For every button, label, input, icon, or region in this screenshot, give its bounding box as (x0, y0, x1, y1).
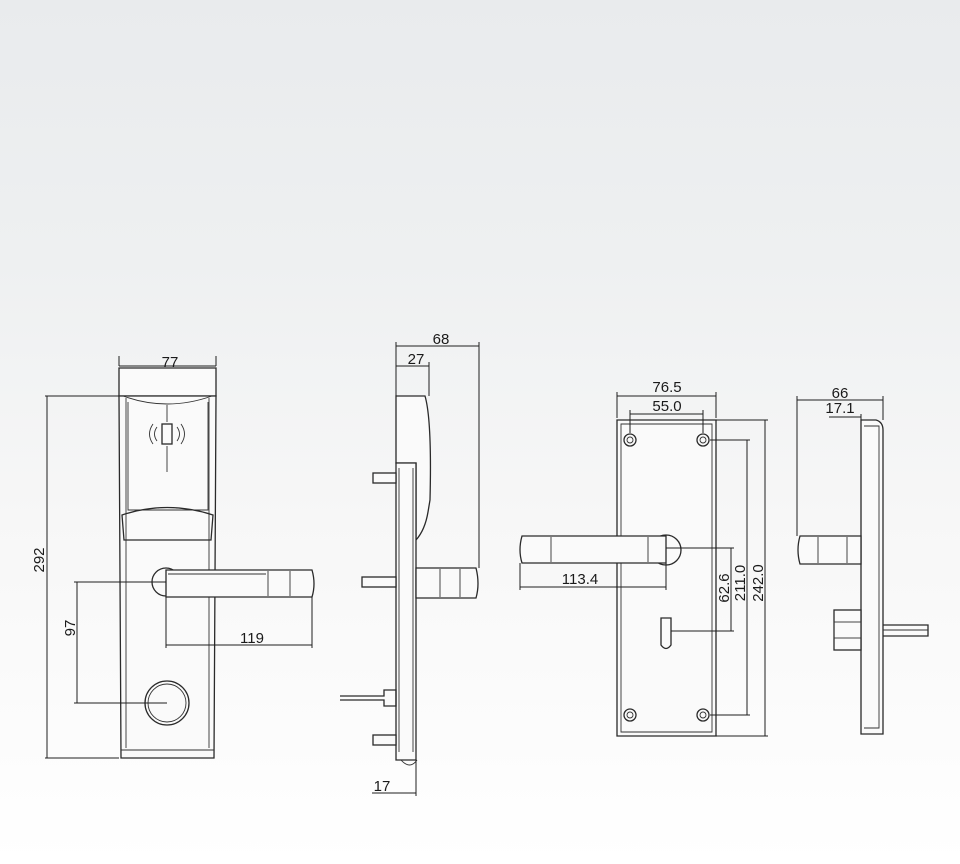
screw-hole-icon (623, 433, 710, 722)
back-dimensions: 76.5 55.0 113.4 62.6 211.0 242.0 (519, 379, 768, 737)
side-dimensions: 68 27 17 (372, 331, 480, 796)
back-height-label: 242.0 (750, 564, 767, 602)
spindle-side (361, 576, 397, 588)
hole-spacing-x-label: 55.0 (652, 398, 681, 415)
back-side-view: 66 17.1 (796, 385, 929, 735)
side-thickness-label: 17 (374, 778, 391, 795)
side-depth-label: 68 (433, 331, 450, 348)
reader-bottom-bevel (121, 506, 214, 541)
latch-side (340, 689, 397, 707)
rfid-icon (149, 405, 185, 472)
hole-spacing-y-label: 211.0 (732, 565, 749, 601)
lock-body-block (833, 609, 862, 651)
back-handle (519, 534, 682, 566)
front-height-label: 292 (31, 547, 48, 572)
front-dimensions: 77 292 97 119 (31, 354, 313, 759)
reader-depth-label: 27 (408, 351, 425, 368)
side-handle (415, 567, 479, 599)
back-side-plate (860, 419, 884, 735)
back-side-handle (797, 535, 862, 565)
front-top-cap (118, 367, 217, 397)
back-side-thickness-label: 17.1 (825, 400, 854, 417)
reader-housing-side (395, 395, 432, 542)
handle-to-cylinder-label: 97 (62, 620, 79, 637)
front-width-label: 77 (162, 354, 179, 371)
spindle-to-key-label: 62.6 (716, 573, 733, 602)
front-handle (151, 567, 315, 598)
back-view: 76.5 55.0 113.4 62.6 211.0 242.0 (519, 379, 768, 737)
side-view: 68 27 17 (340, 331, 480, 796)
keyhole-slot (660, 617, 672, 650)
back-side-depth-label: 66 (832, 385, 849, 402)
front-handle-length-label: 119 (240, 630, 264, 647)
back-handle-length-label: 113.4 (562, 571, 598, 588)
front-view: 77 292 97 119 (31, 354, 315, 759)
back-side-dimensions: 66 17.1 (796, 385, 884, 536)
back-width-label: 76.5 (652, 379, 681, 396)
spindle-back-side (883, 624, 929, 637)
